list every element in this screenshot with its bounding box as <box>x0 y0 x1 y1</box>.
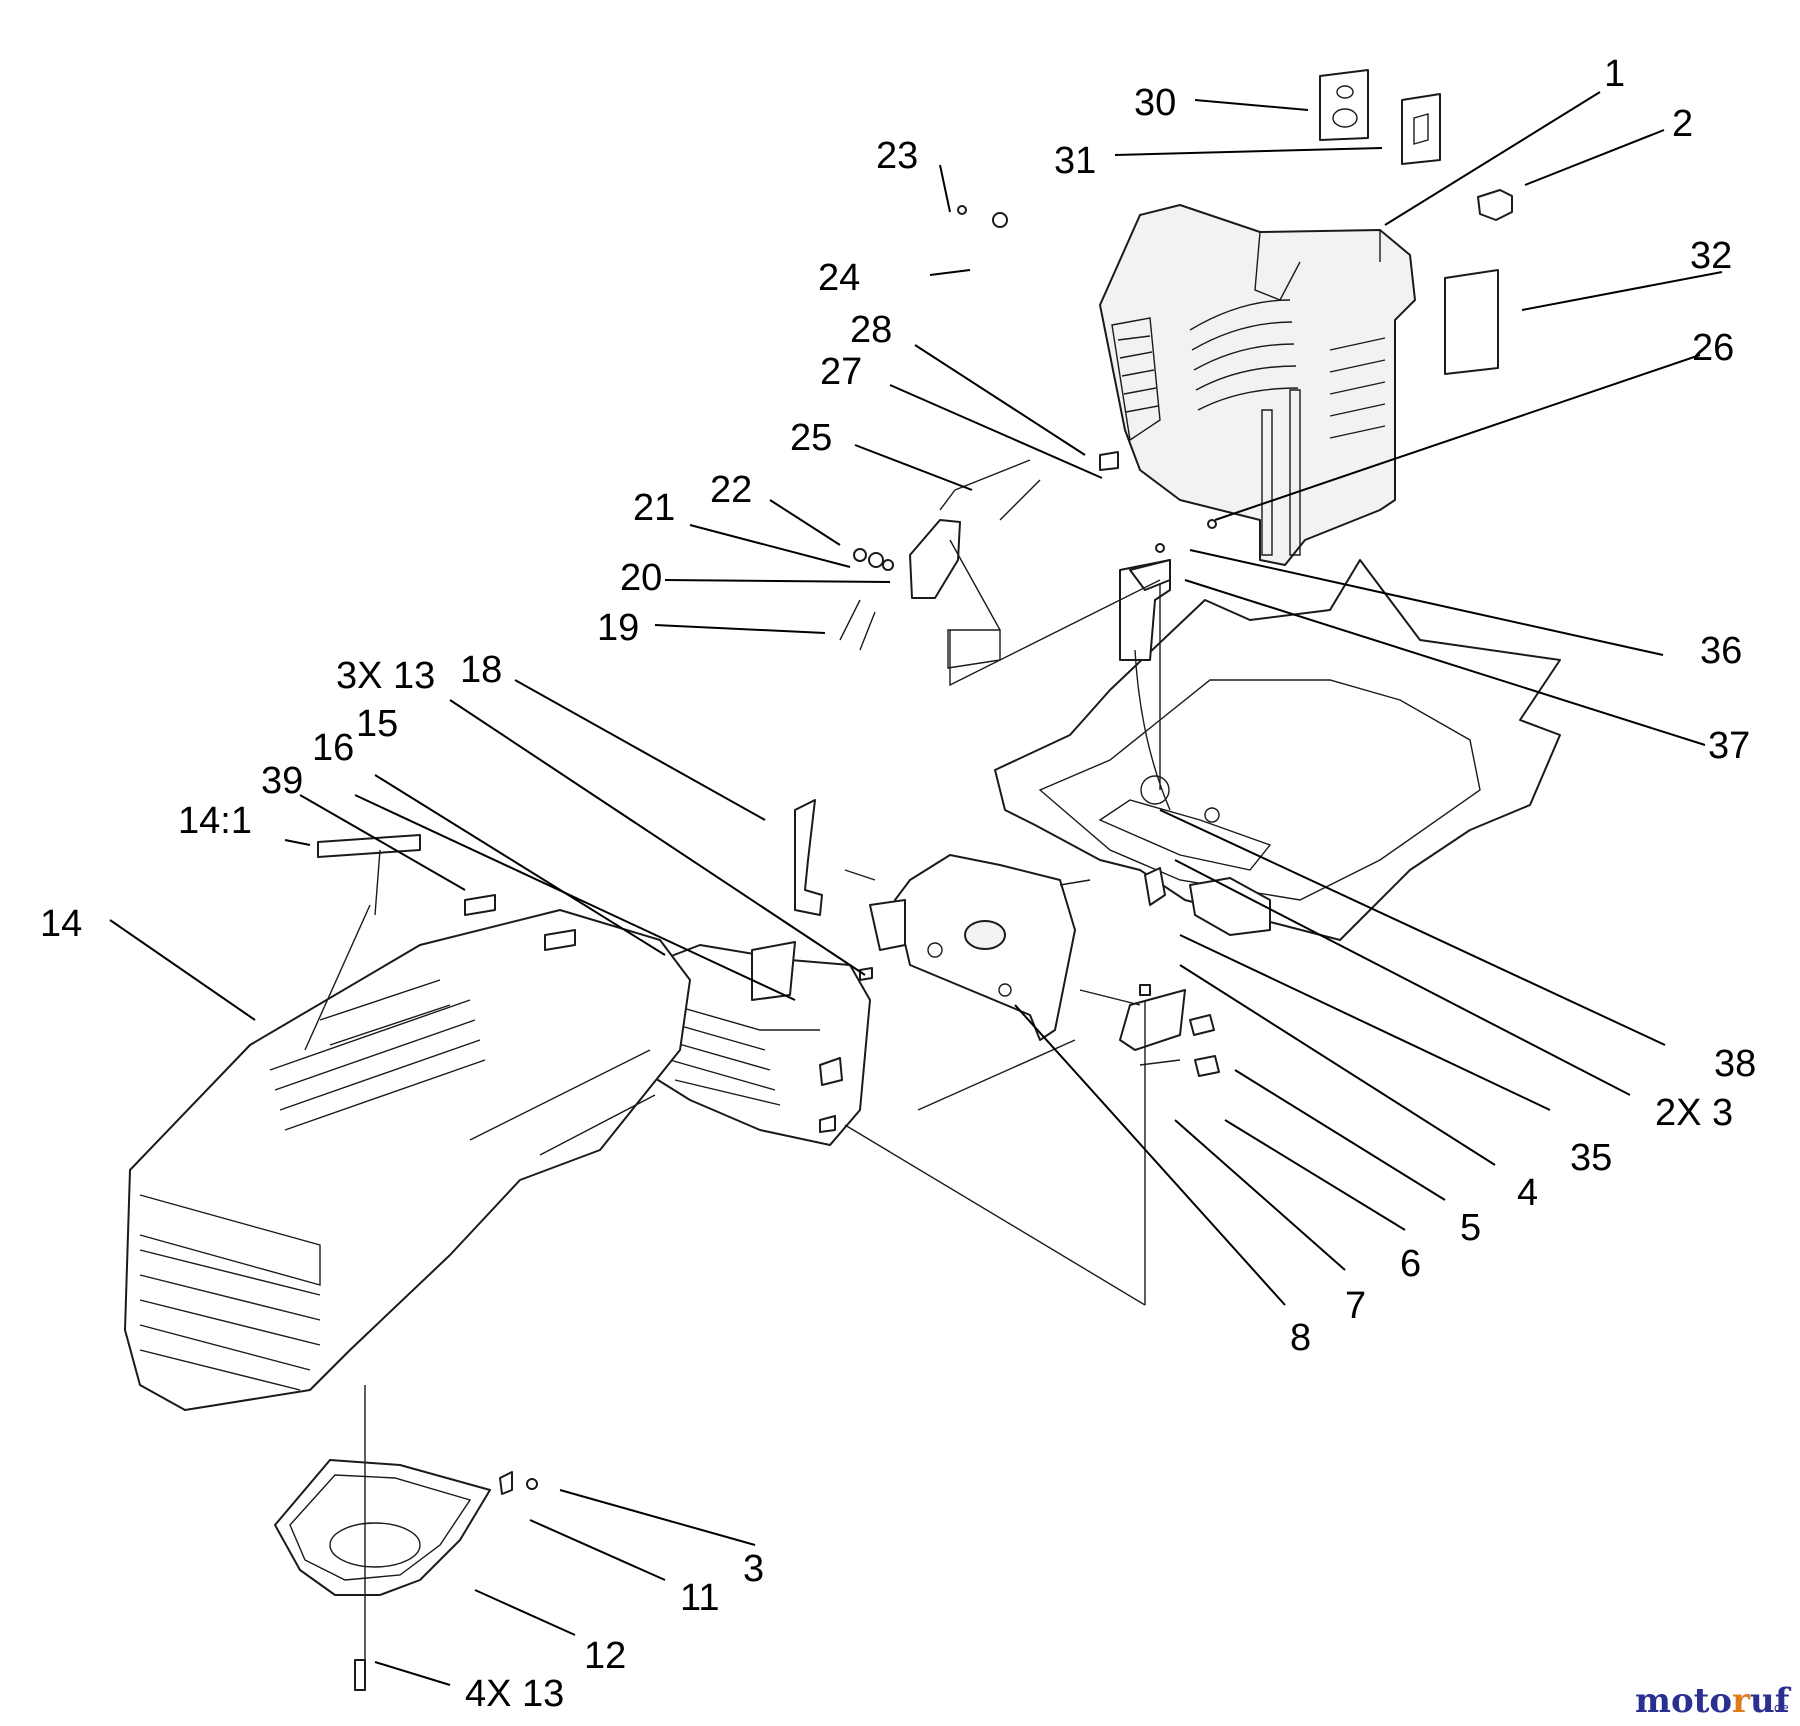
steering-support <box>794 799 1076 1041</box>
label-38: 38 <box>1714 1043 1756 1085</box>
label-28: 28 <box>850 309 892 351</box>
label-6: 6 <box>1400 1243 1421 1285</box>
label-19: 19 <box>597 607 639 649</box>
label-3: 3 <box>743 1548 764 1590</box>
label-31: 31 <box>1054 140 1096 182</box>
label-23: 23 <box>876 135 918 177</box>
label-35: 35 <box>1570 1137 1612 1179</box>
label-24: 24 <box>818 257 860 299</box>
label-22: 22 <box>710 469 752 511</box>
floor-pan <box>994 559 1561 941</box>
label-12: 12 <box>584 1635 626 1677</box>
label-14: 14 <box>40 903 82 945</box>
label-2: 2 <box>1672 103 1693 145</box>
assembly-lines <box>304 479 1181 1660</box>
label-21: 21 <box>633 487 675 529</box>
label-4x13: 4X 13 <box>465 1673 564 1715</box>
leader-lines <box>109 91 1723 1686</box>
dash-hardware <box>957 205 1217 591</box>
label-20: 20 <box>620 557 662 599</box>
label-15: 15 <box>356 703 398 745</box>
part-labels: 1 2 3 4 5 6 7 8 11 12 14 14:1 15 16 18 1… <box>40 53 1756 1715</box>
label-8: 8 <box>1290 1317 1311 1359</box>
label-32: 32 <box>1690 235 1732 277</box>
front-pan <box>274 1459 538 1691</box>
knob-icon <box>1477 189 1513 221</box>
label-18: 18 <box>460 649 502 691</box>
label-27: 27 <box>820 351 862 393</box>
label-26: 26 <box>1692 327 1734 369</box>
label-36: 36 <box>1700 630 1742 672</box>
label-5: 5 <box>1460 1207 1481 1249</box>
svg-text:.de: .de <box>1770 1701 1789 1715</box>
dashboard-tower <box>1099 204 1416 566</box>
label-2x3: 2X 3 <box>1655 1092 1733 1134</box>
label-4: 4 <box>1517 1172 1538 1214</box>
decals-upper <box>1319 69 1513 375</box>
watermark-logo: motoruf .de <box>1635 1681 1792 1721</box>
label-25: 25 <box>790 417 832 459</box>
center-hardware <box>859 967 1220 1077</box>
label-3x13: 3X 13 <box>336 655 435 697</box>
svg-text:motoruf: motoruf <box>1635 1681 1792 1721</box>
label-7: 7 <box>1345 1285 1366 1327</box>
bracket-18 <box>794 799 823 916</box>
label-16: 16 <box>312 727 354 769</box>
label-30: 30 <box>1134 82 1176 124</box>
label-39: 39 <box>261 760 303 802</box>
label-37: 37 <box>1708 725 1750 767</box>
hood <box>124 834 691 1411</box>
label-1: 1 <box>1604 53 1625 95</box>
label-14-1: 14:1 <box>178 800 252 842</box>
label-11: 11 <box>680 1577 719 1619</box>
lever-assembly <box>839 459 1031 669</box>
